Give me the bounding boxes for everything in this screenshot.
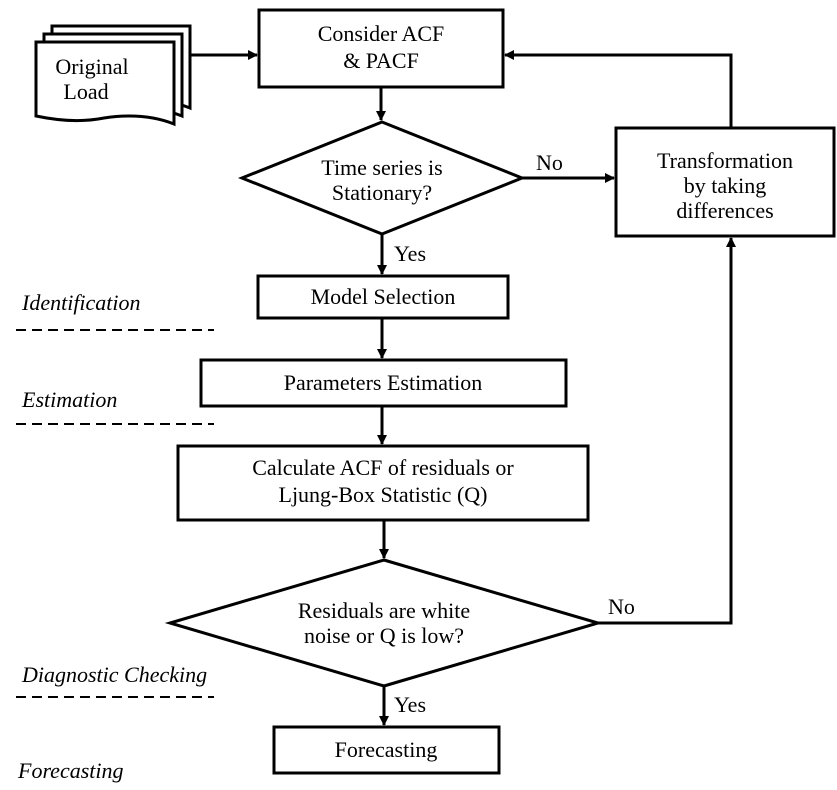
forecasting-box: Forecasting	[272, 725, 501, 775]
consider-acf-label-line1: Consider ACF	[318, 21, 445, 46]
calculate-acf-label-line2: Ljung-Box Statistic (Q)	[279, 482, 488, 507]
model-selection-label: Model Selection	[311, 284, 456, 309]
stage-label-forecasting: Forecasting	[17, 758, 124, 783]
residuals-label-line2: noise or Q is low?	[304, 623, 464, 648]
arrow-transformation-to-acf	[504, 50, 733, 128]
stationary-label-line2: Stationary?	[332, 180, 432, 205]
transformation-label-line3: differences	[676, 198, 773, 223]
original-load-label-line2: Load	[63, 79, 108, 104]
original-load-document: Original Load	[34, 24, 192, 127]
calculate-acf-label-line1: Calculate ACF of residuals or	[252, 455, 514, 480]
original-load-label-line1: Original	[55, 54, 128, 79]
residuals-decision: Residuals are white noise or Q is low?	[164, 558, 604, 688]
residuals-label-line1: Residuals are white	[298, 598, 470, 623]
consider-acf-label-line2: & PACF	[343, 48, 419, 73]
edge-label-residuals-no: No	[608, 594, 635, 619]
transformation-label-line2: by taking	[684, 173, 767, 198]
transformation-label-line1: Transformation	[657, 148, 793, 173]
consider-acf-pacf-box: Consider ACF & PACF	[257, 8, 505, 89]
stationary-label-line1: Time series is	[321, 155, 442, 180]
stationary-decision: Time series is Stationary?	[237, 120, 527, 236]
calculate-acf-box: Calculate ACF of residuals or Ljung-Box …	[176, 444, 590, 522]
edge-label-stationary-no: No	[536, 150, 563, 175]
parameters-estimation-box: Parameters Estimation	[199, 358, 568, 408]
model-selection-box: Model Selection	[256, 274, 510, 320]
stage-label-identification: Identification	[21, 290, 141, 315]
stage-label-estimation: Estimation	[21, 387, 117, 412]
parameters-estimation-label: Parameters Estimation	[284, 370, 483, 395]
stage-label-diagnostic-checking: Diagnostic Checking	[21, 662, 207, 687]
edge-label-stationary-yes: Yes	[394, 241, 426, 266]
arrow-residuals-no	[598, 237, 736, 625]
edge-label-residuals-yes: Yes	[394, 692, 426, 717]
transformation-box: Transformation by taking differences	[614, 126, 836, 238]
forecasting-box-label: Forecasting	[335, 737, 438, 762]
